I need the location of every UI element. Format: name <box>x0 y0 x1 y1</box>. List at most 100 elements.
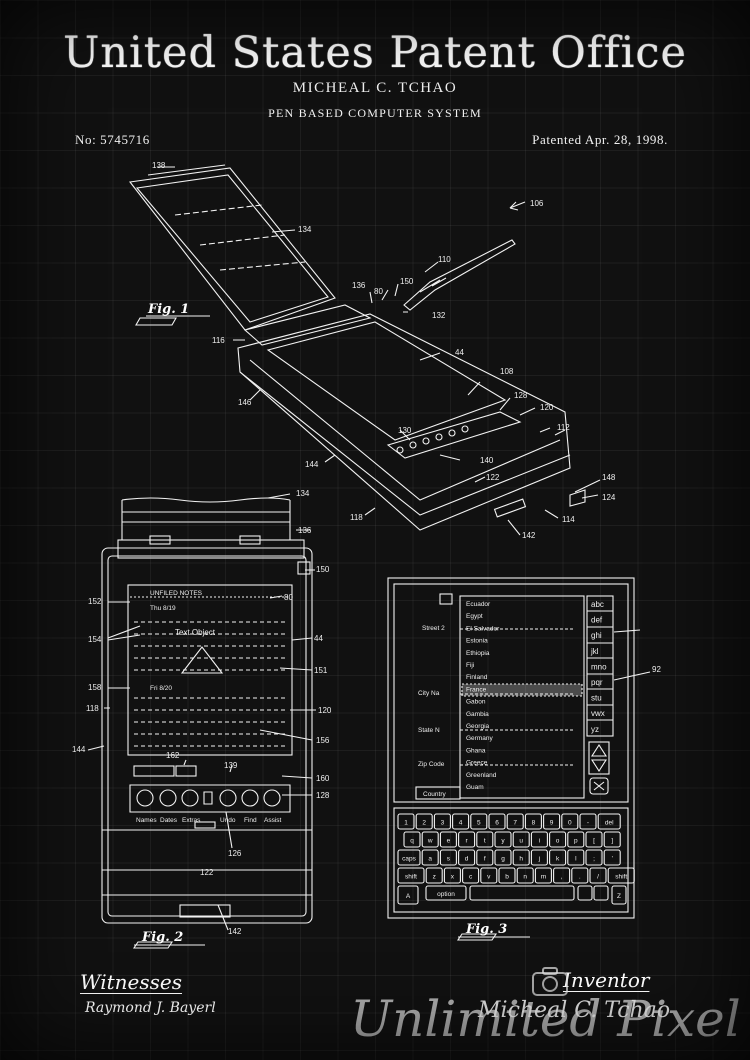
key <box>397 813 415 830</box>
key-label: q <box>410 838 414 845</box>
witness-signature: Raymond J. Bayerl <box>85 1000 216 1016</box>
key <box>439 831 457 848</box>
alpha-index-item: vwx <box>591 709 605 718</box>
fig2-callout: 152 <box>88 597 102 606</box>
fig2-callout: 158 <box>88 683 102 692</box>
inventor-label: Inventor <box>563 968 650 992</box>
key-label: caps <box>402 856 416 863</box>
key <box>553 867 571 884</box>
country-item: Fiji <box>466 662 474 669</box>
assist-button: Assist <box>264 817 282 824</box>
key <box>567 831 585 848</box>
country-item: Germany <box>466 735 493 742</box>
key <box>597 813 621 830</box>
fig2-callout: 118 <box>86 704 99 713</box>
key <box>469 885 575 901</box>
key-label: o <box>556 838 560 845</box>
key-label: y <box>501 838 505 845</box>
key <box>512 849 530 866</box>
fig1-callout: 110 <box>438 255 451 264</box>
key-label: ] <box>611 838 613 845</box>
fig1-callout: 44 <box>455 348 464 357</box>
fig1-callout: 134 <box>298 225 312 234</box>
street-label: Street 2 <box>422 625 445 632</box>
witnesses-label: Witnesses <box>80 970 182 994</box>
key-label: v <box>487 874 491 881</box>
country-item: Estonia <box>466 638 488 645</box>
alpha-index-item: stu <box>591 694 602 703</box>
key-label: b <box>505 874 509 881</box>
key <box>397 885 419 905</box>
find-button: Find <box>244 817 257 824</box>
fig1-callout: 116 <box>212 336 225 345</box>
city-label: City Na <box>418 690 440 697</box>
fig1-callout: 138 <box>152 161 166 170</box>
key-label: del <box>605 820 614 827</box>
key-label: n <box>523 874 527 881</box>
key <box>458 849 476 866</box>
inventor-name: MICHEAL C. TCHAO <box>292 80 458 96</box>
country-item: Greenland <box>466 772 497 779</box>
fig2-callout: 134 <box>296 489 310 498</box>
key <box>585 831 603 848</box>
key-label: [ <box>593 838 595 845</box>
key <box>579 813 597 830</box>
key <box>549 849 567 866</box>
country-item: Gambia <box>466 711 489 718</box>
key-label: e <box>447 838 451 845</box>
fig2-callout: 142 <box>228 927 242 936</box>
key-label: 4 <box>459 820 463 827</box>
key <box>543 813 561 830</box>
patent-number: No: 5745716 <box>75 132 150 147</box>
key-label: w <box>427 838 433 845</box>
fig1-callout: 144 <box>305 460 319 469</box>
fig1-callout: 80 <box>374 287 383 296</box>
key-label: 6 <box>495 820 499 827</box>
key <box>425 885 467 901</box>
unfiled-notes-header: UNFILED NOTES <box>150 590 203 597</box>
key <box>585 849 603 866</box>
fig2-callout: 139 <box>224 761 238 770</box>
key <box>488 813 506 830</box>
names-button: Names <box>136 817 157 824</box>
fig1-callout: 140 <box>480 456 494 465</box>
fig3-callout: 92 <box>652 665 661 674</box>
fig2-callout: 136 <box>298 526 312 535</box>
alpha-index-item: pqr <box>591 678 603 687</box>
key-label: option <box>437 891 455 898</box>
fig2-callout: 126 <box>228 849 242 858</box>
key-label: c <box>469 874 473 881</box>
patent-subject: PEN BASED COMPUTER SYSTEM <box>268 106 482 120</box>
key-label: 5 <box>477 820 481 827</box>
fig3-label: Fig. 3 <box>465 922 507 937</box>
fig2-callout: 120 <box>318 706 332 715</box>
state-label: State N <box>418 727 440 734</box>
key-label: 2 <box>422 820 426 827</box>
key <box>443 867 461 884</box>
fig2-device: Fig. 2 <box>87 493 316 949</box>
fig2-callout: 156 <box>316 736 330 745</box>
key <box>476 831 494 848</box>
fig1-callout: 122 <box>486 473 500 482</box>
country-label: Country <box>423 791 447 798</box>
key-label: k <box>556 856 560 863</box>
key <box>494 831 512 848</box>
key <box>524 813 542 830</box>
fig1-callout: 120 <box>540 403 554 412</box>
fig1-callout: 150 <box>400 277 414 286</box>
key <box>593 885 609 901</box>
note-date-1: Thu 8/19 <box>150 605 176 612</box>
fig2-callout: 151 <box>314 666 328 675</box>
key-label: h <box>519 856 523 863</box>
patent-date: Patented Apr. 28, 1998. <box>532 132 668 147</box>
key-label: shift <box>405 874 417 881</box>
key-label: a <box>428 856 432 863</box>
key <box>611 885 627 905</box>
alpha-index-item: abc <box>591 600 604 609</box>
fig2-callout: 154 <box>88 635 102 644</box>
key-label: p <box>574 838 578 845</box>
fig1-device: Fig. 1 <box>128 164 601 536</box>
